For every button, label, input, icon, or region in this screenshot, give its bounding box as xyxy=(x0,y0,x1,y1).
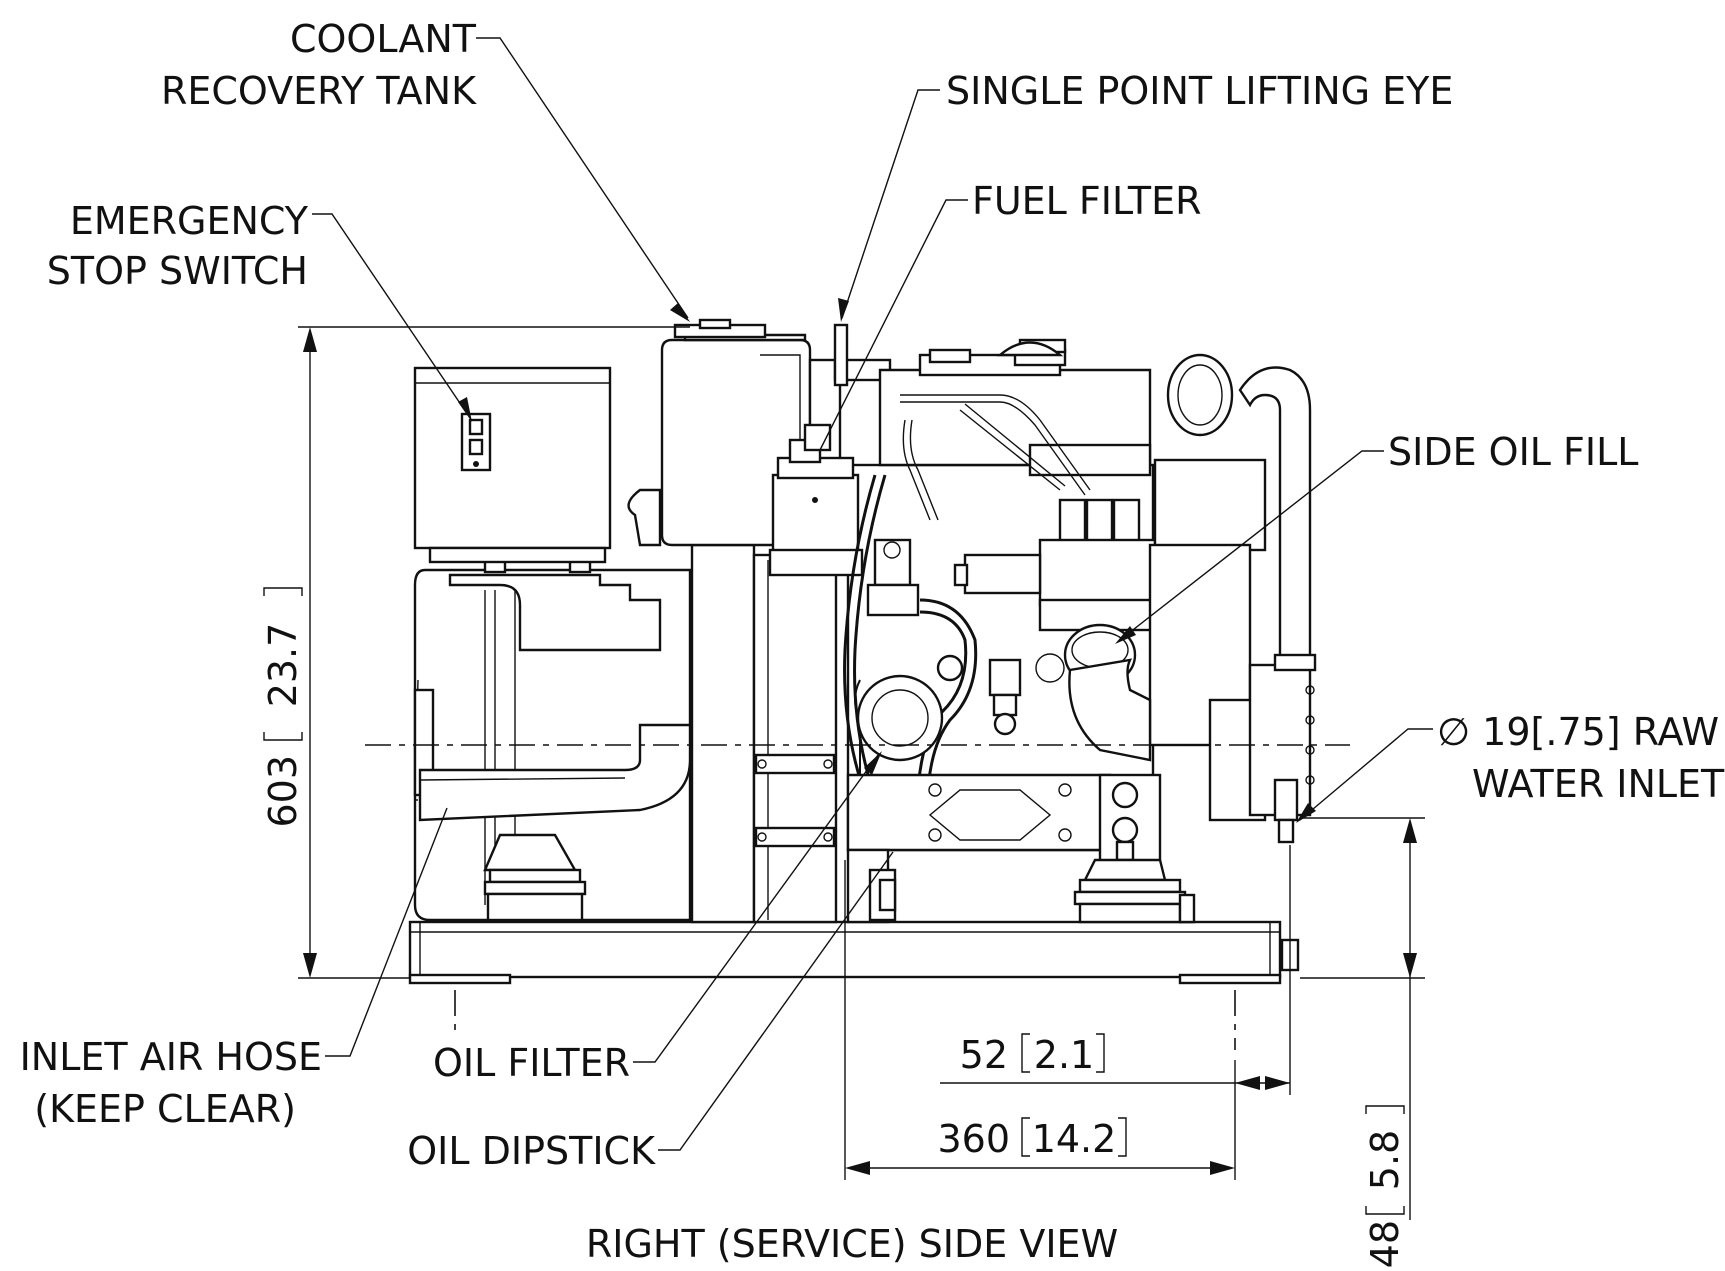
coolant-label-line2: RECOVERY TANK xyxy=(161,69,477,113)
raw-water-inlet-label-line1: ∅ 19[.75] RAW xyxy=(1437,710,1719,754)
raw-water-inlet-label-line2: WATER INLET xyxy=(1472,762,1725,806)
fuel-filter xyxy=(771,473,860,557)
emergency-stop-label-line2: STOP SWITCH xyxy=(47,249,308,293)
generator-set xyxy=(408,318,1317,985)
inlet-height-in: 5.8 xyxy=(1363,1130,1407,1190)
radiator xyxy=(690,543,756,924)
overall-height-in: 23.7 xyxy=(261,623,305,708)
inlet-air-hose[interactable] xyxy=(418,723,692,822)
generator-housing xyxy=(413,568,692,922)
emergency-stop-label-line1: EMERGENCY xyxy=(70,199,309,243)
inlet-air-hose-label-line1: INLET AIR HOSE xyxy=(20,1035,322,1079)
oil-dipstick-label: OIL DIPSTICK xyxy=(407,1129,656,1173)
oil-filter-label: OIL FILTER xyxy=(433,1041,630,1085)
inlet-height-mm: 148 xyxy=(1363,1220,1407,1271)
view-title: RIGHT (SERVICE) SIDE VIEW xyxy=(586,1222,1118,1266)
raw-water-inlet xyxy=(1273,778,1299,822)
inlet-offset-mm: 52 xyxy=(960,1033,1008,1077)
lifting-eye-label: SINGLE POINT LIFTING EYE xyxy=(946,69,1453,113)
control-box xyxy=(413,366,612,550)
dimensions xyxy=(298,326,1425,1220)
coolant-label-line1: COOLANT xyxy=(290,17,477,61)
callout-labels: COOLANT RECOVERY TANK SINGLE POINT LIFTI… xyxy=(20,17,1725,1173)
engine-mount-plate xyxy=(846,773,1112,852)
centerlines xyxy=(365,744,1350,1050)
inlet-air-hose-label-line2: (KEEP CLEAR) xyxy=(34,1087,296,1131)
dimension-labels: 603 23.7 148 5.8 52 2.1 360 14.2 xyxy=(261,587,1407,1271)
lifting-eye xyxy=(833,323,849,387)
leader-lines xyxy=(312,37,1433,1151)
side-oil-fill-label: SIDE OIL FILL xyxy=(1388,430,1638,474)
fuel-filter-label: FUEL FILTER xyxy=(972,179,1202,223)
base-depth-mm: 360 xyxy=(937,1117,1010,1161)
oil-filter[interactable] xyxy=(856,674,944,762)
inlet-offset-in: 2.1 xyxy=(1034,1033,1094,1077)
base-depth-in: 14.2 xyxy=(1032,1117,1117,1161)
overall-height-mm: 603 xyxy=(261,755,305,828)
